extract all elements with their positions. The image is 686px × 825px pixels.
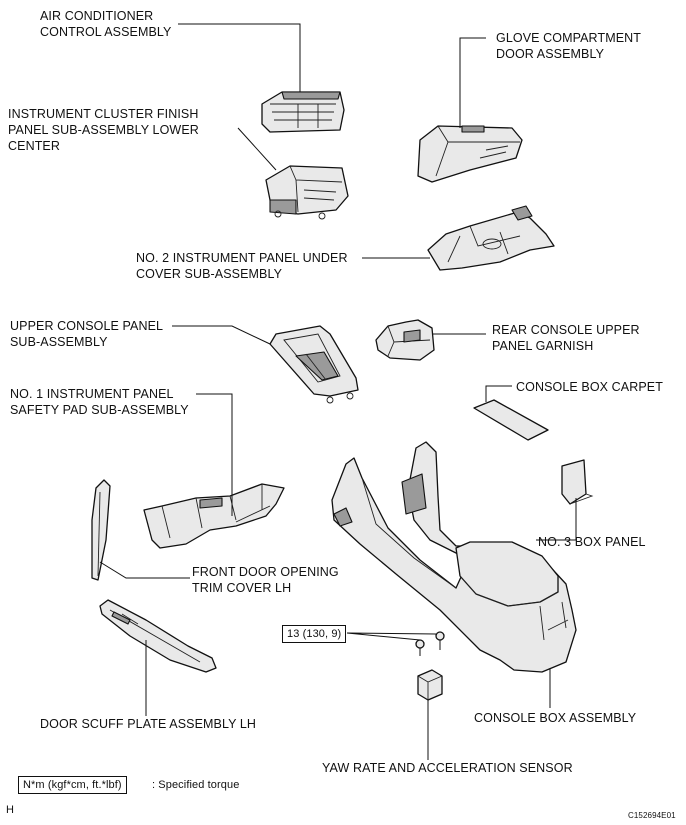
glove-door-part: [417, 125, 523, 183]
label-glove-door: GLOVE COMPARTMENT DOOR ASSEMBLY: [496, 31, 642, 61]
label-safety-pad: NO. 1 INSTRUMENT PANEL SAFETY PAD SUB-AS…: [10, 387, 189, 417]
legend-unit-box: N*m (kgf*cm, ft.*lbf): [18, 776, 127, 794]
scuff-plate-part: [99, 599, 217, 673]
legend-text: : Specified torque: [152, 779, 240, 791]
box-carpet-part: [473, 399, 549, 441]
cluster-finish-panel-part: [265, 165, 349, 220]
air-conditioner-part: [261, 91, 345, 133]
label-box-carpet: CONSOLE BOX CARPET: [516, 380, 663, 394]
trim-cover-part: [91, 479, 111, 581]
label-cluster-finish-panel: INSTRUMENT CLUSTER FINISH PANEL SUB-ASSE…: [8, 107, 199, 153]
console-box-part: [331, 441, 577, 673]
torque-spec-box: 13 (130, 9): [282, 625, 347, 643]
yaw-sensor-part: [417, 669, 443, 701]
label-under-cover: NO. 2 INSTRUMENT PANEL UNDER COVER SUB-A…: [136, 251, 348, 281]
label-yaw-sensor: YAW RATE AND ACCELERATION SENSOR: [322, 761, 573, 775]
upper-console-panel-part: [269, 325, 359, 404]
under-cover-part: [427, 205, 555, 271]
rear-garnish-part: [375, 319, 435, 361]
label-air-conditioner: AIR CONDITIONER CONTROL ASSEMBLY: [40, 9, 172, 39]
label-scuff-plate: DOOR SCUFF PLATE ASSEMBLY LH: [40, 717, 257, 731]
corner-letter: H: [6, 804, 15, 816]
label-console-box: CONSOLE BOX ASSEMBLY: [474, 711, 637, 725]
label-trim-cover: FRONT DOOR OPENING TRIM COVER LH: [192, 565, 339, 595]
label-upper-console-panel: UPPER CONSOLE PANEL SUB-ASSEMBLY: [10, 319, 164, 349]
leader-lines: [99, 23, 577, 760]
bolts: [415, 631, 445, 656]
label-box-panel: NO. 3 BOX PANEL: [538, 535, 646, 549]
label-rear-garnish: REAR CONSOLE UPPER PANEL GARNISH: [492, 323, 640, 353]
figure-code: C152694E01: [628, 811, 676, 820]
safety-pad-part: [143, 483, 285, 549]
box-panel-part: [561, 459, 594, 505]
